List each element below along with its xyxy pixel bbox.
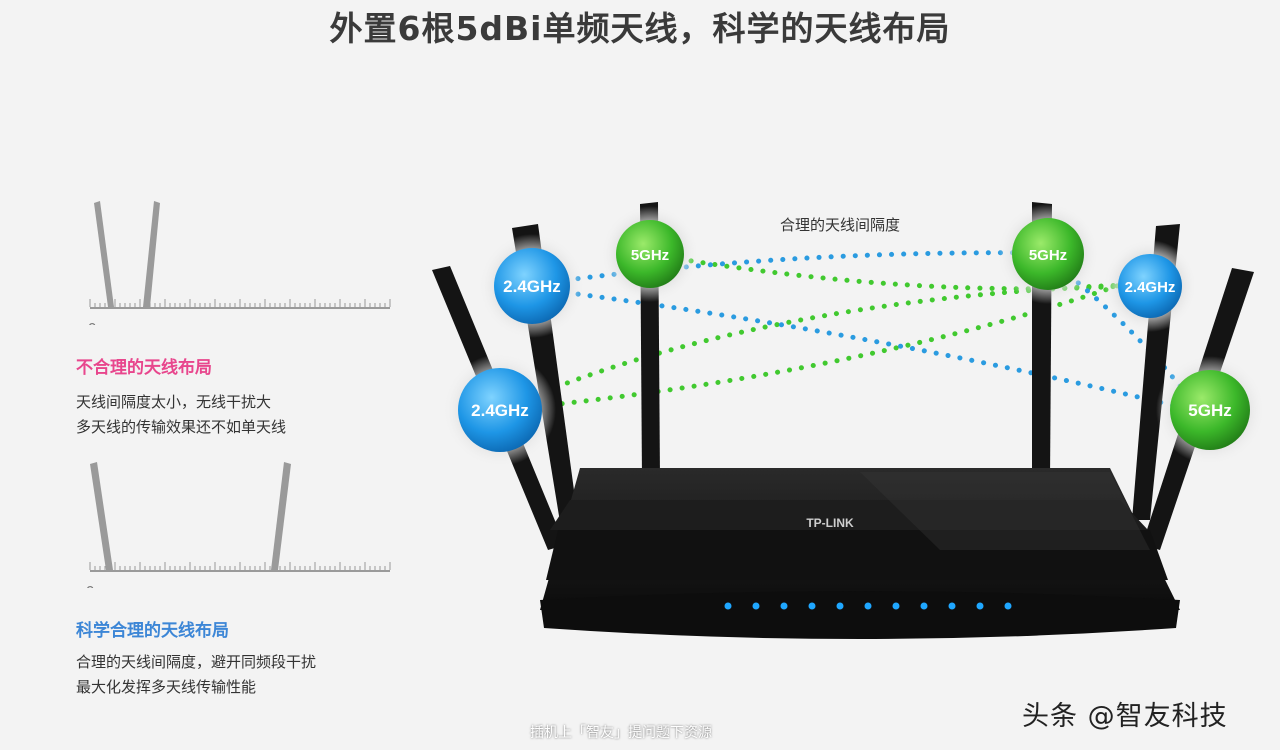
band-badge: 5GHz [602,206,698,302]
good-antenna-right [271,462,291,570]
good-layout-title: 科学合理的天线布局 [76,621,229,641]
band-label: 2.4GHz [471,401,529,420]
band-badge: 2.4GHz [1104,240,1196,332]
led-indicator [976,602,984,610]
band-label: 5GHz [1029,247,1067,264]
led-indicator [836,602,844,610]
good-desc-line1: 合理的天线间隔度，避开同频段干扰 [76,653,317,671]
bad-antenna-diagram: 0 [88,201,391,325]
bad-scale-ruler [89,299,391,309]
signal-line-24-b [527,285,1203,415]
led-indicator [724,602,732,610]
page-title: 外置6根5dBi单频天线，科学的天线布局 [329,9,951,48]
led-indicator [948,602,956,610]
signal-line-24-c [1047,257,1203,415]
good-scale-zero: 0 [86,583,94,588]
good-antenna-left [90,462,113,570]
band-label: 2.4GHz [503,277,561,296]
bad-antenna-left [94,201,114,307]
band-label: 5GHz [631,247,669,264]
led-indicator [864,602,872,610]
router-brand-logo: TP-LINK [806,516,854,530]
good-antenna-diagram: 0 [86,462,391,588]
good-layout-desc: 合理的天线间隔度，避开同频段干扰 最大化发挥多天线传输性能 [76,650,316,700]
antenna-spacing-label: 合理的天线间隔度 [780,216,901,234]
bad-desc-line1: 天线间隔度太小，无线干扰大 [76,393,272,411]
band-badge: 2.4GHz [480,234,584,338]
signal-line-5g-a [497,282,1128,413]
led-indicator [780,602,788,610]
good-scale-ruler [89,562,391,572]
bad-layout-desc: 天线间隔度太小，无线干扰大 多天线的传输效果还不如单天线 [76,390,286,440]
router-led-indicators [724,602,1012,610]
bad-desc-line2: 多天线的传输效果还不如单天线 [76,418,287,436]
band-badges: 2.4GHz 5GHz 2.4GHz 5GHz 2.4GHz 5GHz [444,204,1264,466]
bad-layout-title: 不合理的天线布局 [76,358,212,378]
bad-antenna-right [143,201,160,307]
router-body [540,468,1180,639]
good-desc-line2: 最大化发挥多天线传输性能 [76,678,257,696]
footer-overlay-text: 插机上「智友」提问题下资源 [530,725,712,741]
led-indicator [752,602,760,610]
band-label: 5GHz [1188,401,1231,420]
led-indicator [1004,602,1012,610]
band-label: 2.4GHz [1125,279,1176,296]
led-indicator [808,602,816,610]
signal-lines [497,250,1203,415]
bad-scale-zero: 0 [88,320,96,325]
watermark: 头条 @智友科技 [1022,701,1228,732]
band-badge: 5GHz [1156,356,1264,464]
band-badge: 5GHz [998,204,1098,304]
band-badge: 2.4GHz [444,354,556,466]
signal-line-24-a [527,250,1043,288]
router-illustration: TP-LINK 2.4GHz 5GHz 2.4GHz 5GHz 2.4GHz 5GHz [432,202,1264,639]
led-indicator [892,602,900,610]
led-indicator [920,602,928,610]
